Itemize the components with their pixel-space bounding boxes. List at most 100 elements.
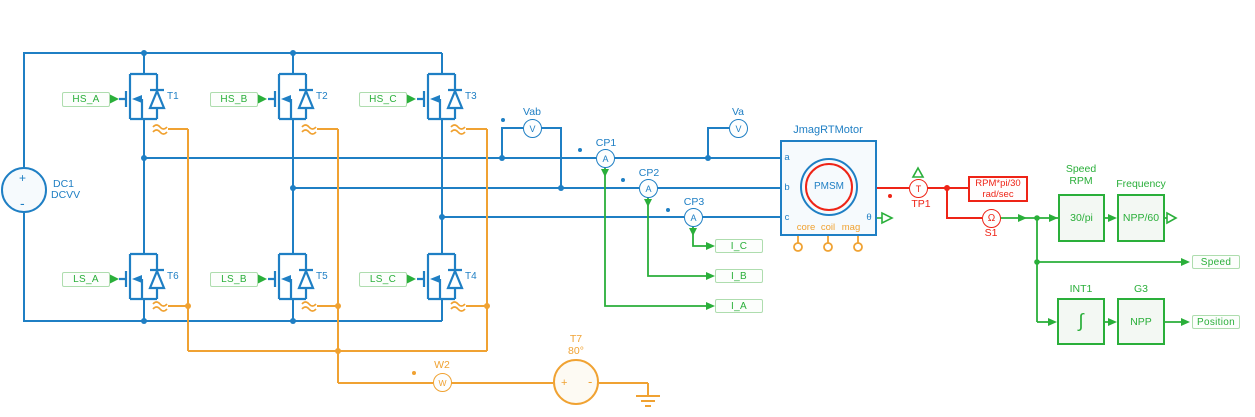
label-dcvv: DCVV [51,189,81,201]
junction-dots-green [1034,215,1040,265]
ammeter-icon: A [602,153,609,164]
junction-dots-red [888,185,950,198]
label-frequency: Frequency [1116,178,1166,190]
motor-rotor-label: PMSM [814,181,844,192]
mosfet-t1[interactable] [117,72,166,121]
signal-tag-position[interactable]: Position [1192,315,1240,329]
motor-thermal-terminals[interactable] [793,236,863,252]
torque-probe-tp1[interactable]: T [909,179,928,198]
wattmeter-icon: W [438,377,447,388]
mosfet-t6[interactable] [117,252,166,301]
current-probe-cp1[interactable]: A [596,149,615,168]
gate-tag-label: HS_A [72,94,100,105]
label-t5: T5 [316,271,328,282]
dc-bus-wires[interactable] [23,52,443,322]
speed-signal-wires[interactable] [1000,217,1181,323]
signal-tag-label: Position [1197,316,1235,328]
gain-expr: NPP/60 [1122,212,1160,224]
thermal-wires[interactable] [168,128,649,395]
dc-minus-sign: - [20,195,25,211]
label-t2: T2 [316,91,328,102]
motor-port-c: c [784,212,790,223]
gate-tag-label: LS_B [221,274,247,285]
ammeter-icon: A [690,212,697,223]
junction-dots-blue [141,50,711,324]
signal-tag-label: I_C [730,240,748,252]
label-t3: T3 [465,91,477,102]
signal-tag-ia[interactable]: I_A [715,299,763,313]
motor-port-mag: mag [841,222,861,233]
dc-plus-sign: + [19,171,27,185]
voltmeter-icon: V [529,123,536,134]
gain-block-speed-rpm[interactable]: 30/pi [1058,194,1105,242]
temp-source-t7[interactable]: + - [553,359,599,405]
current-signal-arrows [601,169,715,310]
speed-probe-s1[interactable]: Ω [982,209,1001,228]
signal-tag-speed[interactable]: Speed [1192,255,1240,269]
signal-tag-label: I_A [731,300,747,312]
unit-note-line1: RPM*pi/30 [975,178,1021,189]
label-t7-value: 80° [568,345,584,357]
label-t6: T6 [167,271,179,282]
label-s1: S1 [984,227,998,239]
integral-icon: ∫ [1078,310,1084,332]
integrator-block[interactable]: ∫ [1057,298,1105,345]
signal-tag-ib[interactable]: I_B [715,269,763,283]
mosfet-t2[interactable] [266,72,315,121]
gate-tag-ls-c[interactable]: LS_C [359,272,407,287]
label-t7: T7 [569,333,583,345]
motor-title: JmagRTMotor [793,124,863,136]
gain-block-frequency[interactable]: NPP/60 [1117,194,1165,242]
label-t4: T4 [465,271,477,282]
signal-tag-ic[interactable]: I_C [715,239,763,253]
label-speed-rpm: Speed RPM [1051,163,1111,187]
mosfet-t4[interactable] [415,252,464,301]
unit-note-box[interactable]: RPM*pi/30 rad/sec [968,176,1028,202]
gate-tag-arrows [109,94,416,284]
gate-tag-label: HS_C [369,94,397,105]
gain-expr: 30/pi [1070,212,1093,224]
mosfet-t3[interactable] [415,72,464,121]
gate-tag-ls-b[interactable]: LS_B [210,272,258,287]
gate-tag-label: LS_C [369,274,397,285]
label-cp2: CP2 [638,167,660,179]
dc-voltage-source[interactable]: + - [1,167,47,213]
label-speed-line: Speed [1065,163,1097,175]
label-int1: INT1 [1069,283,1093,295]
ground-icon[interactable] [636,395,660,407]
label-g3: G3 [1133,283,1148,295]
phase-wires[interactable] [144,127,780,218]
motor-port-core: core [796,222,816,233]
junction-dots-orange [185,303,490,375]
motor-rotor-ring [805,163,853,211]
label-va: Va [731,106,745,118]
gate-tag-ls-a[interactable]: LS_A [62,272,110,287]
speed-signal-arrows [1018,214,1190,326]
torque-meter-icon: T [915,183,922,194]
motor-port-theta: θ [866,212,872,223]
voltmeter-icon: V [735,123,742,134]
gain-block-npp[interactable]: NPP [1117,298,1165,345]
heat-probe-w2[interactable]: W [433,373,452,392]
current-probe-cp2[interactable]: A [639,179,658,198]
label-cp3: CP3 [683,196,705,208]
mosfet-t5[interactable] [266,252,315,301]
tp1-direction-icon [911,166,925,178]
voltmeter-vab[interactable]: V [523,119,542,138]
gate-tag-hs-b[interactable]: HS_B [210,92,258,107]
gate-tag-hs-a[interactable]: HS_A [62,92,110,107]
t7-minus-sign: - [588,374,593,389]
current-probe-cp3[interactable]: A [684,208,703,227]
frequency-out-icon [1166,211,1178,225]
label-cp1: CP1 [595,137,617,149]
label-vab: Vab [523,106,541,118]
voltmeter-va[interactable]: V [729,119,748,138]
label-dc1: DC1 [53,178,75,190]
motor-port-a: a [784,152,790,163]
label-t1: T1 [167,91,179,102]
theta-port-icon[interactable] [877,211,894,225]
gate-tag-label: LS_A [73,274,99,285]
gate-tag-hs-c[interactable]: HS_C [359,92,407,107]
